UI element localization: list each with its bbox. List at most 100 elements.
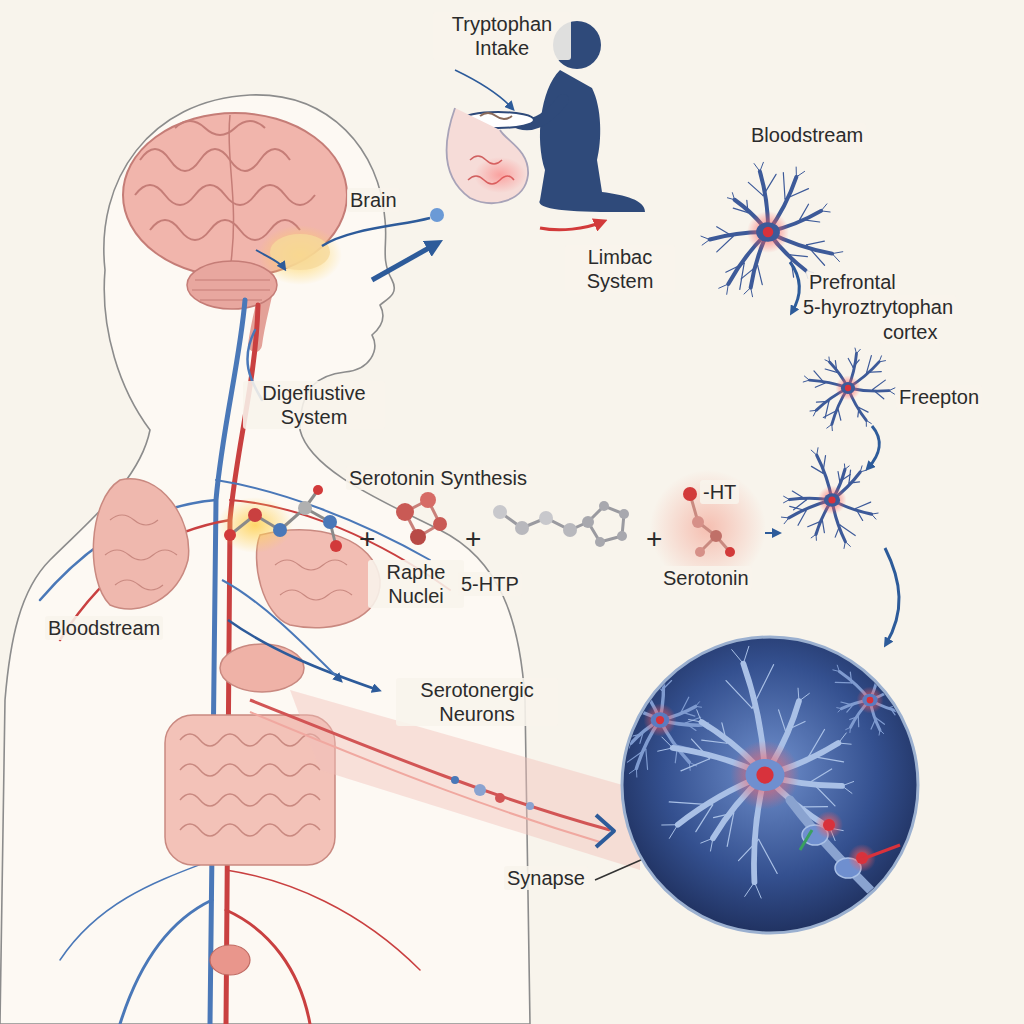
section-heading: Serotonin Synthesis (346, 466, 530, 490)
art-path (822, 521, 824, 533)
art-path (823, 456, 826, 474)
art-path (669, 825, 677, 839)
molecule-label: Serotonin (660, 566, 752, 590)
art-circle (493, 505, 507, 519)
art-path (480, 113, 512, 119)
art-path (612, 700, 617, 705)
molecule-label: 5-HTP (458, 572, 522, 596)
art-path (621, 711, 634, 717)
caption-label: Tryptophan Intake (433, 12, 571, 60)
art-path (447, 108, 529, 203)
molecule-label: -HT (700, 480, 739, 504)
art-path (785, 189, 808, 199)
art-path (629, 743, 631, 748)
art-path (790, 255, 807, 257)
art-path (610, 706, 617, 707)
art-path (838, 410, 841, 420)
art-path (860, 845, 900, 860)
art-path (890, 704, 900, 707)
art-path (889, 391, 895, 395)
art-path (835, 360, 837, 372)
art-path (806, 245, 824, 265)
art-path (835, 682, 851, 684)
art-path (799, 693, 809, 701)
art-ellipse (824, 493, 840, 506)
art-path (540, 222, 602, 230)
art-path (120, 900, 212, 1024)
art-path (825, 401, 829, 418)
art-path (904, 681, 910, 682)
art-path (180, 734, 320, 836)
art-circle (563, 523, 577, 537)
art-path (669, 802, 712, 805)
art-path (783, 173, 785, 199)
art-path (903, 712, 907, 716)
art-path (866, 420, 867, 426)
neuron-cell (610, 664, 709, 777)
art-ellipse (123, 113, 347, 277)
art-path (844, 542, 845, 549)
art-path (882, 653, 887, 658)
art-path (873, 390, 884, 399)
art-path (635, 672, 636, 680)
art-path (850, 672, 851, 683)
art-path (838, 709, 841, 712)
art-path (662, 681, 672, 691)
art-path (105, 515, 177, 590)
art-path (781, 517, 788, 519)
art-path (814, 371, 825, 383)
art-circle (763, 227, 774, 238)
art-path (681, 712, 695, 716)
art-path (866, 420, 871, 423)
art-path (628, 690, 645, 695)
art-circle (273, 523, 287, 537)
art-ellipse (745, 759, 784, 791)
art-circle (695, 547, 705, 557)
art-path (636, 768, 637, 777)
art-path (860, 470, 866, 472)
art-path (876, 718, 884, 724)
neuron-cell (781, 448, 878, 549)
synapse-zoom (610, 637, 923, 933)
art-path (850, 716, 859, 719)
art-path (539, 70, 645, 212)
art-path (831, 424, 833, 430)
art-circle (224, 529, 236, 541)
art-path (625, 743, 631, 744)
art-ellipse (217, 497, 293, 553)
art-path (754, 164, 760, 172)
art-path (222, 580, 340, 680)
art-circle (823, 819, 835, 831)
art-path (816, 401, 828, 403)
art-circle (622, 637, 918, 933)
art-path (626, 697, 634, 711)
art-path (796, 171, 804, 177)
plus-sign: + (462, 522, 484, 556)
art-path (845, 542, 850, 547)
blood-vessels (40, 300, 450, 1024)
art-path (837, 707, 842, 709)
art-circle (595, 537, 605, 547)
art-circle (526, 802, 534, 810)
art-path (689, 719, 702, 722)
art-path (800, 830, 812, 850)
art-path (759, 839, 778, 873)
art-path (856, 349, 860, 353)
art-path (702, 740, 727, 743)
art-path (747, 200, 748, 212)
art-path (827, 424, 832, 428)
art-path (891, 688, 905, 689)
art-path (256, 250, 284, 268)
art-path (779, 710, 786, 731)
organ-label: Digefiustive System (243, 381, 385, 429)
art-circle (725, 547, 735, 557)
art-path (810, 410, 816, 412)
art-path (644, 678, 645, 696)
art-circle (818, 486, 847, 515)
art-path (732, 650, 744, 664)
art-path (135, 185, 315, 205)
art-path (808, 521, 823, 527)
art-path (903, 711, 909, 713)
art-path (722, 723, 727, 743)
